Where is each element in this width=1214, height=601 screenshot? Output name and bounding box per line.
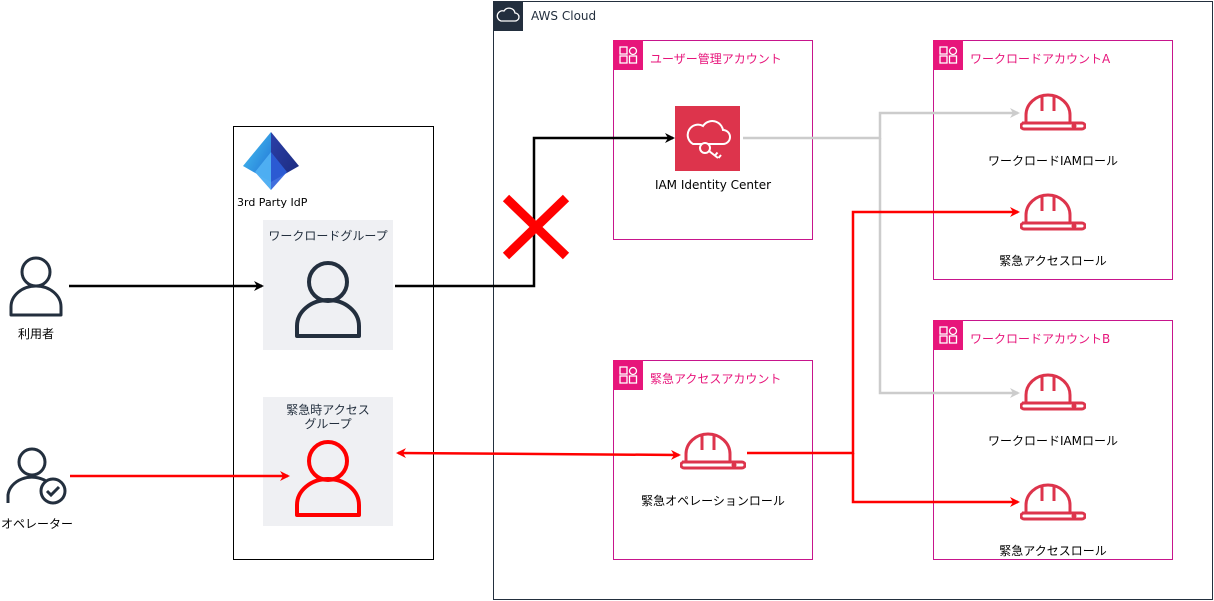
identity-center-to-workload-a-role-arrow (743, 108, 1020, 140)
workload-account-b (933, 320, 1173, 560)
workload-group-label: ワークロードグループ (268, 229, 388, 243)
aws-cloud-label: AWS Cloud (531, 9, 597, 23)
account-icon (613, 360, 643, 390)
entra-id-logo-icon (237, 130, 305, 192)
aws-cloud-container (493, 1, 1213, 600)
workload-b-iam-role-label: ワークロードIAMロール (987, 434, 1119, 448)
account-icon (613, 40, 643, 70)
workload-group: ワークロードグループ (263, 220, 393, 350)
workload-a-iam-role-label: ワークロードIAMロール (987, 154, 1119, 168)
identity-center-to-workload-b-role-arrow (878, 138, 1020, 398)
workload-a-emergency-role-label: 緊急アクセスロール (999, 254, 1107, 268)
iam-role-helmet-icon (679, 432, 747, 472)
emergency-access-account (613, 360, 813, 560)
workload-b-emergency-role-label: 緊急アクセスロール (999, 544, 1107, 558)
iam-role-helmet-icon (1019, 373, 1087, 413)
iam-identity-center-icon (675, 106, 740, 171)
emergency-access-account-label: 緊急アクセスアカウント (650, 372, 782, 386)
user-actor-label: 利用者 (17, 327, 54, 341)
operation-role-to-workload-a-emergency-arrow (747, 207, 1020, 455)
operator-actor-label: オペレーター (0, 517, 73, 531)
operator-actor-icon (5, 445, 69, 507)
emergency-group: 緊急時アクセス グループ (263, 397, 393, 526)
workload-account-a (933, 40, 1173, 280)
emergency-group-label-line1: 緊急時アクセス (286, 403, 370, 417)
blocked-cross-icon (502, 194, 570, 260)
account-icon (933, 320, 963, 350)
iam-role-helmet-icon (1019, 93, 1087, 133)
user-actor-icon (7, 255, 65, 317)
user-management-account-label: ユーザー管理アカウント (650, 52, 782, 66)
emergency-operation-role-label: 緊急オペレーションロール (641, 494, 785, 508)
group-user-icon (293, 258, 363, 338)
user-management-account (613, 40, 813, 240)
iam-role-helmet-icon (1019, 193, 1087, 233)
workload-account-a-label: ワークロードアカウントA (970, 52, 1111, 66)
cloud-icon (493, 1, 523, 31)
group-user-icon (293, 437, 363, 517)
iam-role-helmet-icon (1019, 483, 1087, 523)
idp-container (233, 126, 434, 560)
workload-account-b-label: ワークロードアカウントB (970, 332, 1111, 346)
workload-group-to-iam-identity-center-arrow (395, 133, 675, 288)
emergency-group-to-operation-role-arrow (396, 448, 681, 460)
account-icon (933, 40, 963, 70)
emergency-group-label-line2: グループ (304, 417, 352, 431)
idp-label: 3rd Party IdP (237, 196, 308, 209)
iam-identity-center-label: IAM Identity Center (654, 178, 772, 192)
operation-role-to-workload-b-emergency-arrow (851, 453, 1020, 507)
